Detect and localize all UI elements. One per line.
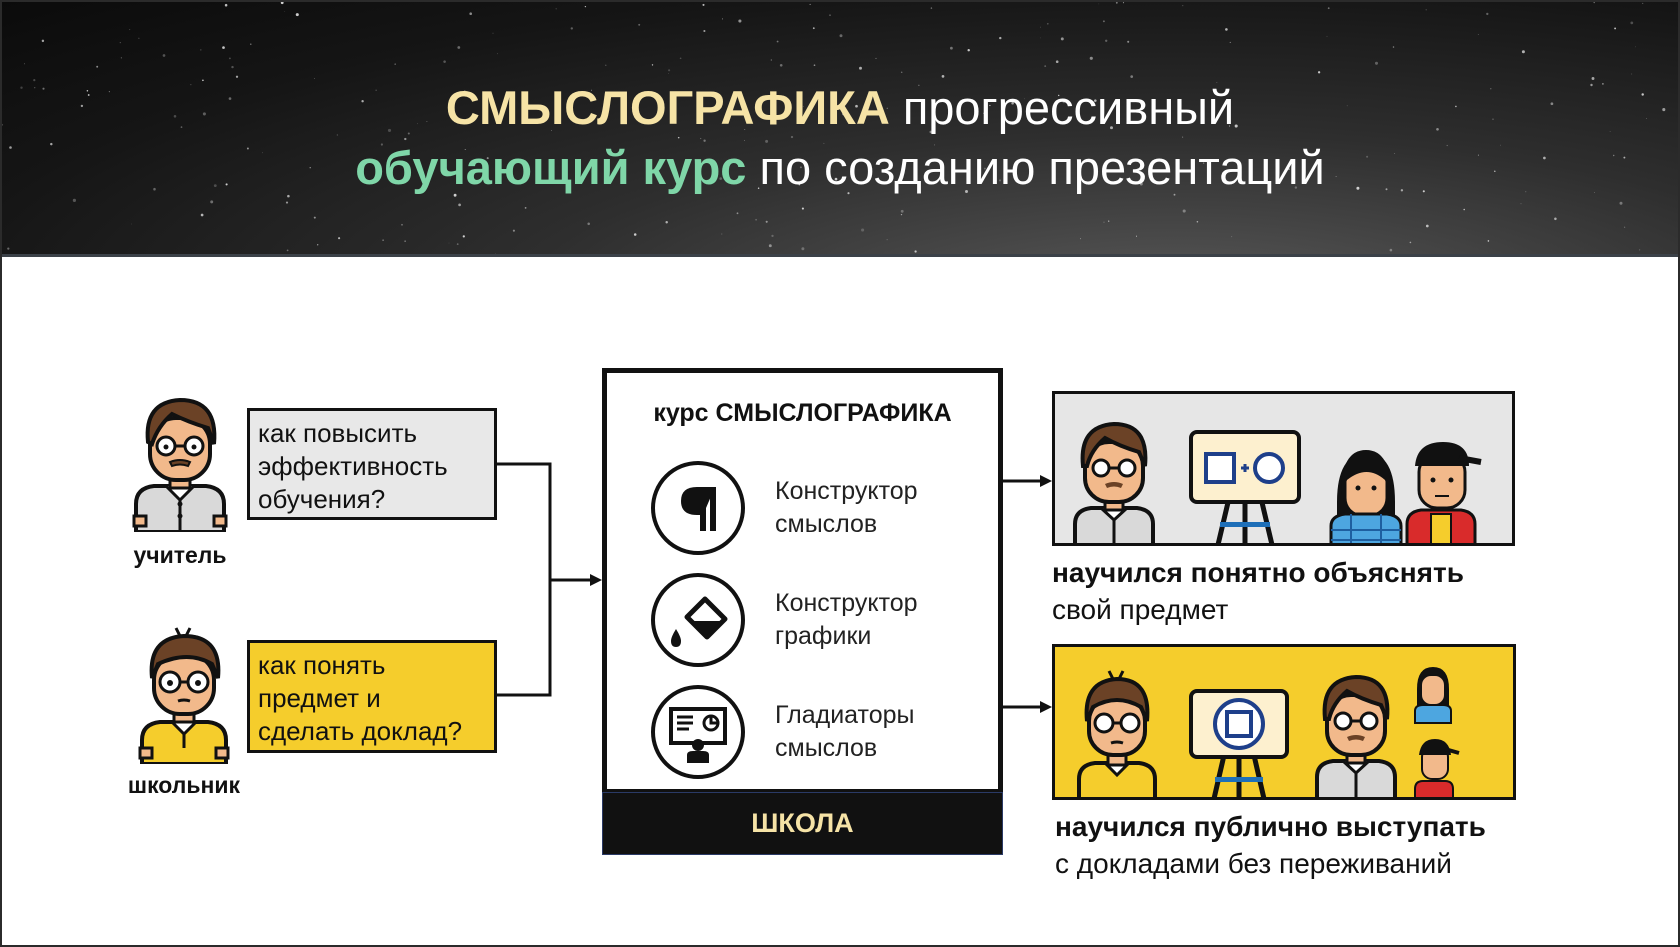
starfield-background — [2, 2, 1666, 254]
title-line-1: СМЫСЛОГРАФИКА прогрессивный — [2, 80, 1678, 135]
scene-2-small-boy-figure — [1414, 739, 1460, 797]
student-label: школьник — [127, 772, 241, 798]
scene-2-easel — [1189, 689, 1289, 797]
paragraph-icon — [651, 461, 745, 555]
scene-1-teacher-figure — [1073, 421, 1155, 543]
module-2-line-2: графики — [775, 622, 872, 650]
course-box: курс СМЫСЛОГРАФИКА Конструктор смыслов К… — [602, 368, 1003, 794]
course-title: курс СМЫСЛОГРАФИКА — [653, 399, 952, 427]
module-1-line-1: Конструктор — [775, 477, 918, 505]
header-banner: СМЫСЛОГРАФИКА прогрессивный обучающий ку… — [2, 2, 1678, 257]
school-bar: ШКОЛА — [602, 792, 1003, 855]
module-2-line-1: Конструктор — [775, 589, 918, 617]
title-rest-2: по созданию презентаций — [746, 141, 1325, 194]
scene-2-student-figure — [1077, 670, 1157, 797]
title-line-2: обучающий курс по созданию презентаций — [2, 140, 1678, 195]
module-3-line-1: Гладиаторы — [775, 701, 915, 729]
outcome-2-bold: научился публично выступать — [1055, 811, 1486, 842]
teacher-question-line: обучения? — [258, 484, 386, 514]
paint-bucket-icon — [651, 573, 745, 667]
outcome-1-arrow-head — [1040, 475, 1052, 487]
student-question-line: как понять — [258, 650, 386, 680]
outcome-2: научился публично выступать с докладами … — [1055, 808, 1486, 882]
outcome-2-arrow-head — [1040, 701, 1052, 713]
teacher-question-line: эффективность — [258, 451, 448, 481]
outcome-1: научился понятно объяснять свой предмет — [1052, 554, 1464, 628]
module-1-label: Конструктор смыслов — [775, 475, 918, 541]
scene-1-easel — [1189, 430, 1301, 543]
student-question-line: сделать доклад? — [258, 716, 463, 746]
merge-arrow-head — [590, 574, 602, 586]
teacher-question-box: как повысить эффективность обучения? — [247, 408, 497, 520]
title-rest-1: прогрессивный — [889, 81, 1235, 134]
outcome-1-normal: свой предмет — [1052, 594, 1229, 625]
module-3-label: Гладиаторы смыслов — [775, 699, 914, 765]
module-1-line-2: смыслов — [775, 510, 878, 538]
outcome-2-normal: с докладами без переживаний — [1055, 848, 1452, 879]
title-brand: СМЫСЛОГРАФИКА — [445, 81, 890, 134]
student-question-box: как понять предмет и сделать доклад? — [247, 640, 497, 753]
title-highlight: обучающий курс — [355, 141, 747, 194]
scene-student-presenting — [1052, 644, 1516, 800]
teacher-label: учитель — [133, 542, 227, 568]
scene-2-small-girl-figure — [1414, 667, 1452, 724]
module-2-label: Конструктор графики — [775, 587, 918, 653]
teacher-connector — [497, 462, 552, 697]
scene-1-girl-figure — [1329, 450, 1403, 543]
scene-teacher-explaining — [1052, 391, 1515, 546]
student-avatar — [138, 627, 230, 764]
scene-2-illustration — [1077, 667, 1460, 797]
presentation-icon — [651, 685, 745, 779]
scene-2-teacher-figure — [1315, 674, 1397, 797]
student-question-line: предмет и — [258, 683, 381, 713]
teacher-avatar — [132, 397, 228, 532]
outcome-1-bold: научился понятно объяснять — [1052, 557, 1464, 588]
module-3-line-2: смыслов — [775, 734, 878, 762]
teacher-question-line: как повысить — [258, 418, 418, 448]
scene-1-boy-cap-figure — [1405, 442, 1482, 543]
scene-1-illustration — [1073, 421, 1482, 543]
